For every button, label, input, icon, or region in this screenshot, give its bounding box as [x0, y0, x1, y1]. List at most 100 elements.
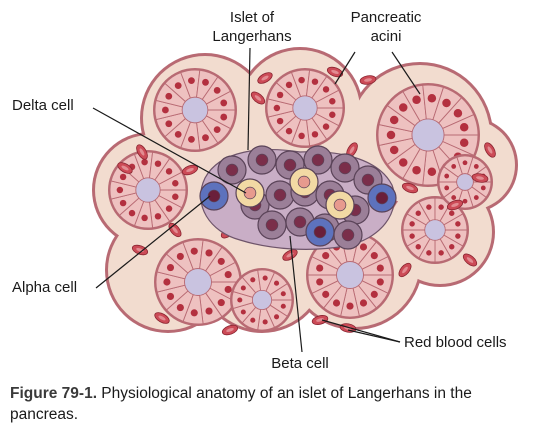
- label-alpha-cell: Alpha cell: [12, 279, 77, 296]
- acinar-nucleus: [165, 205, 173, 212]
- acinar-nucleus: [165, 92, 173, 100]
- acinar-nucleus: [322, 123, 330, 130]
- acinar-nucleus: [166, 292, 175, 301]
- acinus: [153, 68, 237, 152]
- acinar-nucleus: [455, 221, 461, 227]
- acinar-nucleus: [217, 257, 225, 265]
- acinar-nucleus: [190, 247, 198, 255]
- beta-cell: [217, 155, 247, 185]
- red-blood-cell: [471, 173, 489, 183]
- acinar-nucleus: [119, 173, 127, 181]
- acinar-nucleus: [389, 115, 399, 125]
- acinar-nucleus: [172, 180, 179, 187]
- red-blood-cell: [462, 253, 478, 267]
- acinar-nucleus: [285, 127, 293, 135]
- leader-delta: [92, 107, 247, 194]
- label-acini-line2: acini: [371, 28, 402, 45]
- red-blood-cell: [257, 72, 273, 84]
- beta-cell: [330, 153, 360, 183]
- acinar-nucleus: [141, 158, 148, 166]
- acinar-nucleus: [426, 250, 432, 256]
- acinar-nucleus: [250, 317, 256, 323]
- leader-acini: [334, 51, 356, 85]
- acinar-nucleus: [462, 160, 468, 166]
- acinar-nucleus: [172, 193, 179, 200]
- acinar-nucleus: [409, 233, 415, 239]
- acinar-nucleus: [280, 303, 286, 309]
- acinar-lumen: [292, 95, 318, 121]
- acinar-nucleus: [370, 290, 378, 298]
- acinar-nucleus: [451, 164, 457, 169]
- red-blood-cell: [398, 262, 412, 278]
- acinar-nucleus: [298, 132, 305, 140]
- caption-text: Physiological anatomy of an islet of Lan…: [10, 385, 472, 423]
- acinar-nucleus: [240, 309, 246, 315]
- acinar-nucleus: [453, 109, 463, 118]
- acinar-nucleus: [459, 123, 469, 132]
- acinar-nucleus: [332, 299, 341, 307]
- acinar-nucleus: [190, 309, 198, 317]
- acinar-lumen: [184, 268, 212, 296]
- acinar-nucleus: [359, 243, 368, 251]
- acinar-nucleus: [376, 264, 384, 272]
- red-blood-cell: [117, 162, 133, 174]
- acinar-nucleus: [224, 270, 232, 279]
- alpha-cell: [199, 181, 229, 211]
- leader-rbc-2: [347, 329, 401, 343]
- alpha-cell: [367, 183, 397, 213]
- acinus: [154, 238, 242, 326]
- beta-cell: [333, 220, 363, 250]
- acinar-nucleus: [415, 244, 421, 250]
- red-blood-cell: [221, 324, 239, 336]
- label-red-blood-cells: Red blood cells: [404, 334, 507, 351]
- acinar-nucleus: [188, 135, 195, 143]
- acinar-nucleus: [442, 98, 451, 108]
- acinar-lumen: [411, 118, 445, 152]
- acinar-nucleus: [176, 304, 184, 312]
- label-acini-line1: Pancreatic: [351, 9, 422, 26]
- acinar-nucleus: [154, 160, 162, 167]
- acinar-nucleus: [276, 117, 284, 125]
- acinar-nucleus: [473, 164, 479, 169]
- acinar-nucleus: [262, 319, 268, 325]
- acinar-nucleus: [237, 297, 243, 303]
- acinar-nucleus: [455, 233, 461, 239]
- figure-caption: Figure 79-1. Physiological anatomy of an…: [10, 383, 534, 425]
- acinar-lumen: [424, 219, 446, 241]
- acinar-nucleus: [389, 145, 399, 155]
- acinar-nucleus: [427, 167, 437, 177]
- red-blood-cell: [154, 312, 170, 324]
- acinar-nucleus: [213, 86, 221, 94]
- acinar-nucleus: [444, 173, 450, 179]
- acinar-nucleus: [462, 198, 468, 204]
- red-blood-cell: [136, 144, 148, 160]
- red-blood-cell: [446, 199, 464, 211]
- acinar-nucleus: [316, 278, 324, 286]
- red-blood-cell: [401, 182, 419, 194]
- acinar-nucleus: [473, 195, 479, 200]
- acinar-nucleus: [412, 165, 421, 175]
- acinar-nucleus: [409, 221, 415, 227]
- acinar-nucleus: [220, 113, 228, 121]
- leader-islet: [247, 47, 251, 151]
- delta-cell: [289, 167, 319, 197]
- label-beta-cell: Beta cell: [271, 355, 329, 372]
- beta-cell: [247, 145, 277, 175]
- beta-cell: [303, 145, 333, 175]
- acinar-nucleus: [119, 199, 127, 207]
- acinar-lumen: [135, 177, 161, 203]
- pancreatic-acini: [108, 68, 493, 332]
- acinar-nucleus: [217, 299, 225, 307]
- beta-cell: [257, 210, 287, 240]
- acinar-nucleus: [262, 275, 268, 281]
- acinar-nucleus: [444, 185, 450, 191]
- label-delta-cell: Delta cell: [12, 97, 74, 114]
- acinar-nucleus: [426, 204, 432, 210]
- red-blood-cell: [181, 164, 199, 176]
- acinar-nucleus: [449, 244, 455, 250]
- acinar-nucleus: [154, 213, 162, 220]
- acinar-nucleus: [438, 204, 444, 210]
- red-blood-cell: [484, 142, 496, 158]
- acinar-nucleus: [386, 130, 396, 140]
- acinar-nucleus: [141, 214, 148, 222]
